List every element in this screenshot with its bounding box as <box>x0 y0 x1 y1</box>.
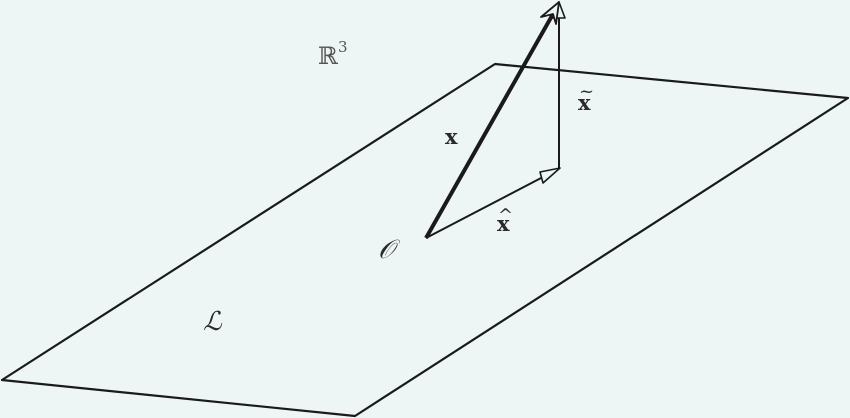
space-label: ℝ <box>318 42 339 70</box>
subspace-plane <box>0 62 850 418</box>
subspace-label: ℒ <box>203 307 223 337</box>
vector-x-shaft <box>424 13 555 239</box>
vector-x-label: x <box>445 124 458 149</box>
residual-label: x <box>578 90 591 115</box>
projection-label: x <box>497 211 510 236</box>
vector-x-arrowhead <box>540 1 560 25</box>
origin-label: 𝒪 <box>378 235 401 265</box>
residual-tilde-accent: ~ <box>579 81 594 102</box>
projection-vector-shaft <box>425 176 544 239</box>
projection-hat-accent: ^ <box>498 205 513 226</box>
space-exponent: 3 <box>338 38 348 56</box>
projection-arrowhead <box>539 167 561 184</box>
